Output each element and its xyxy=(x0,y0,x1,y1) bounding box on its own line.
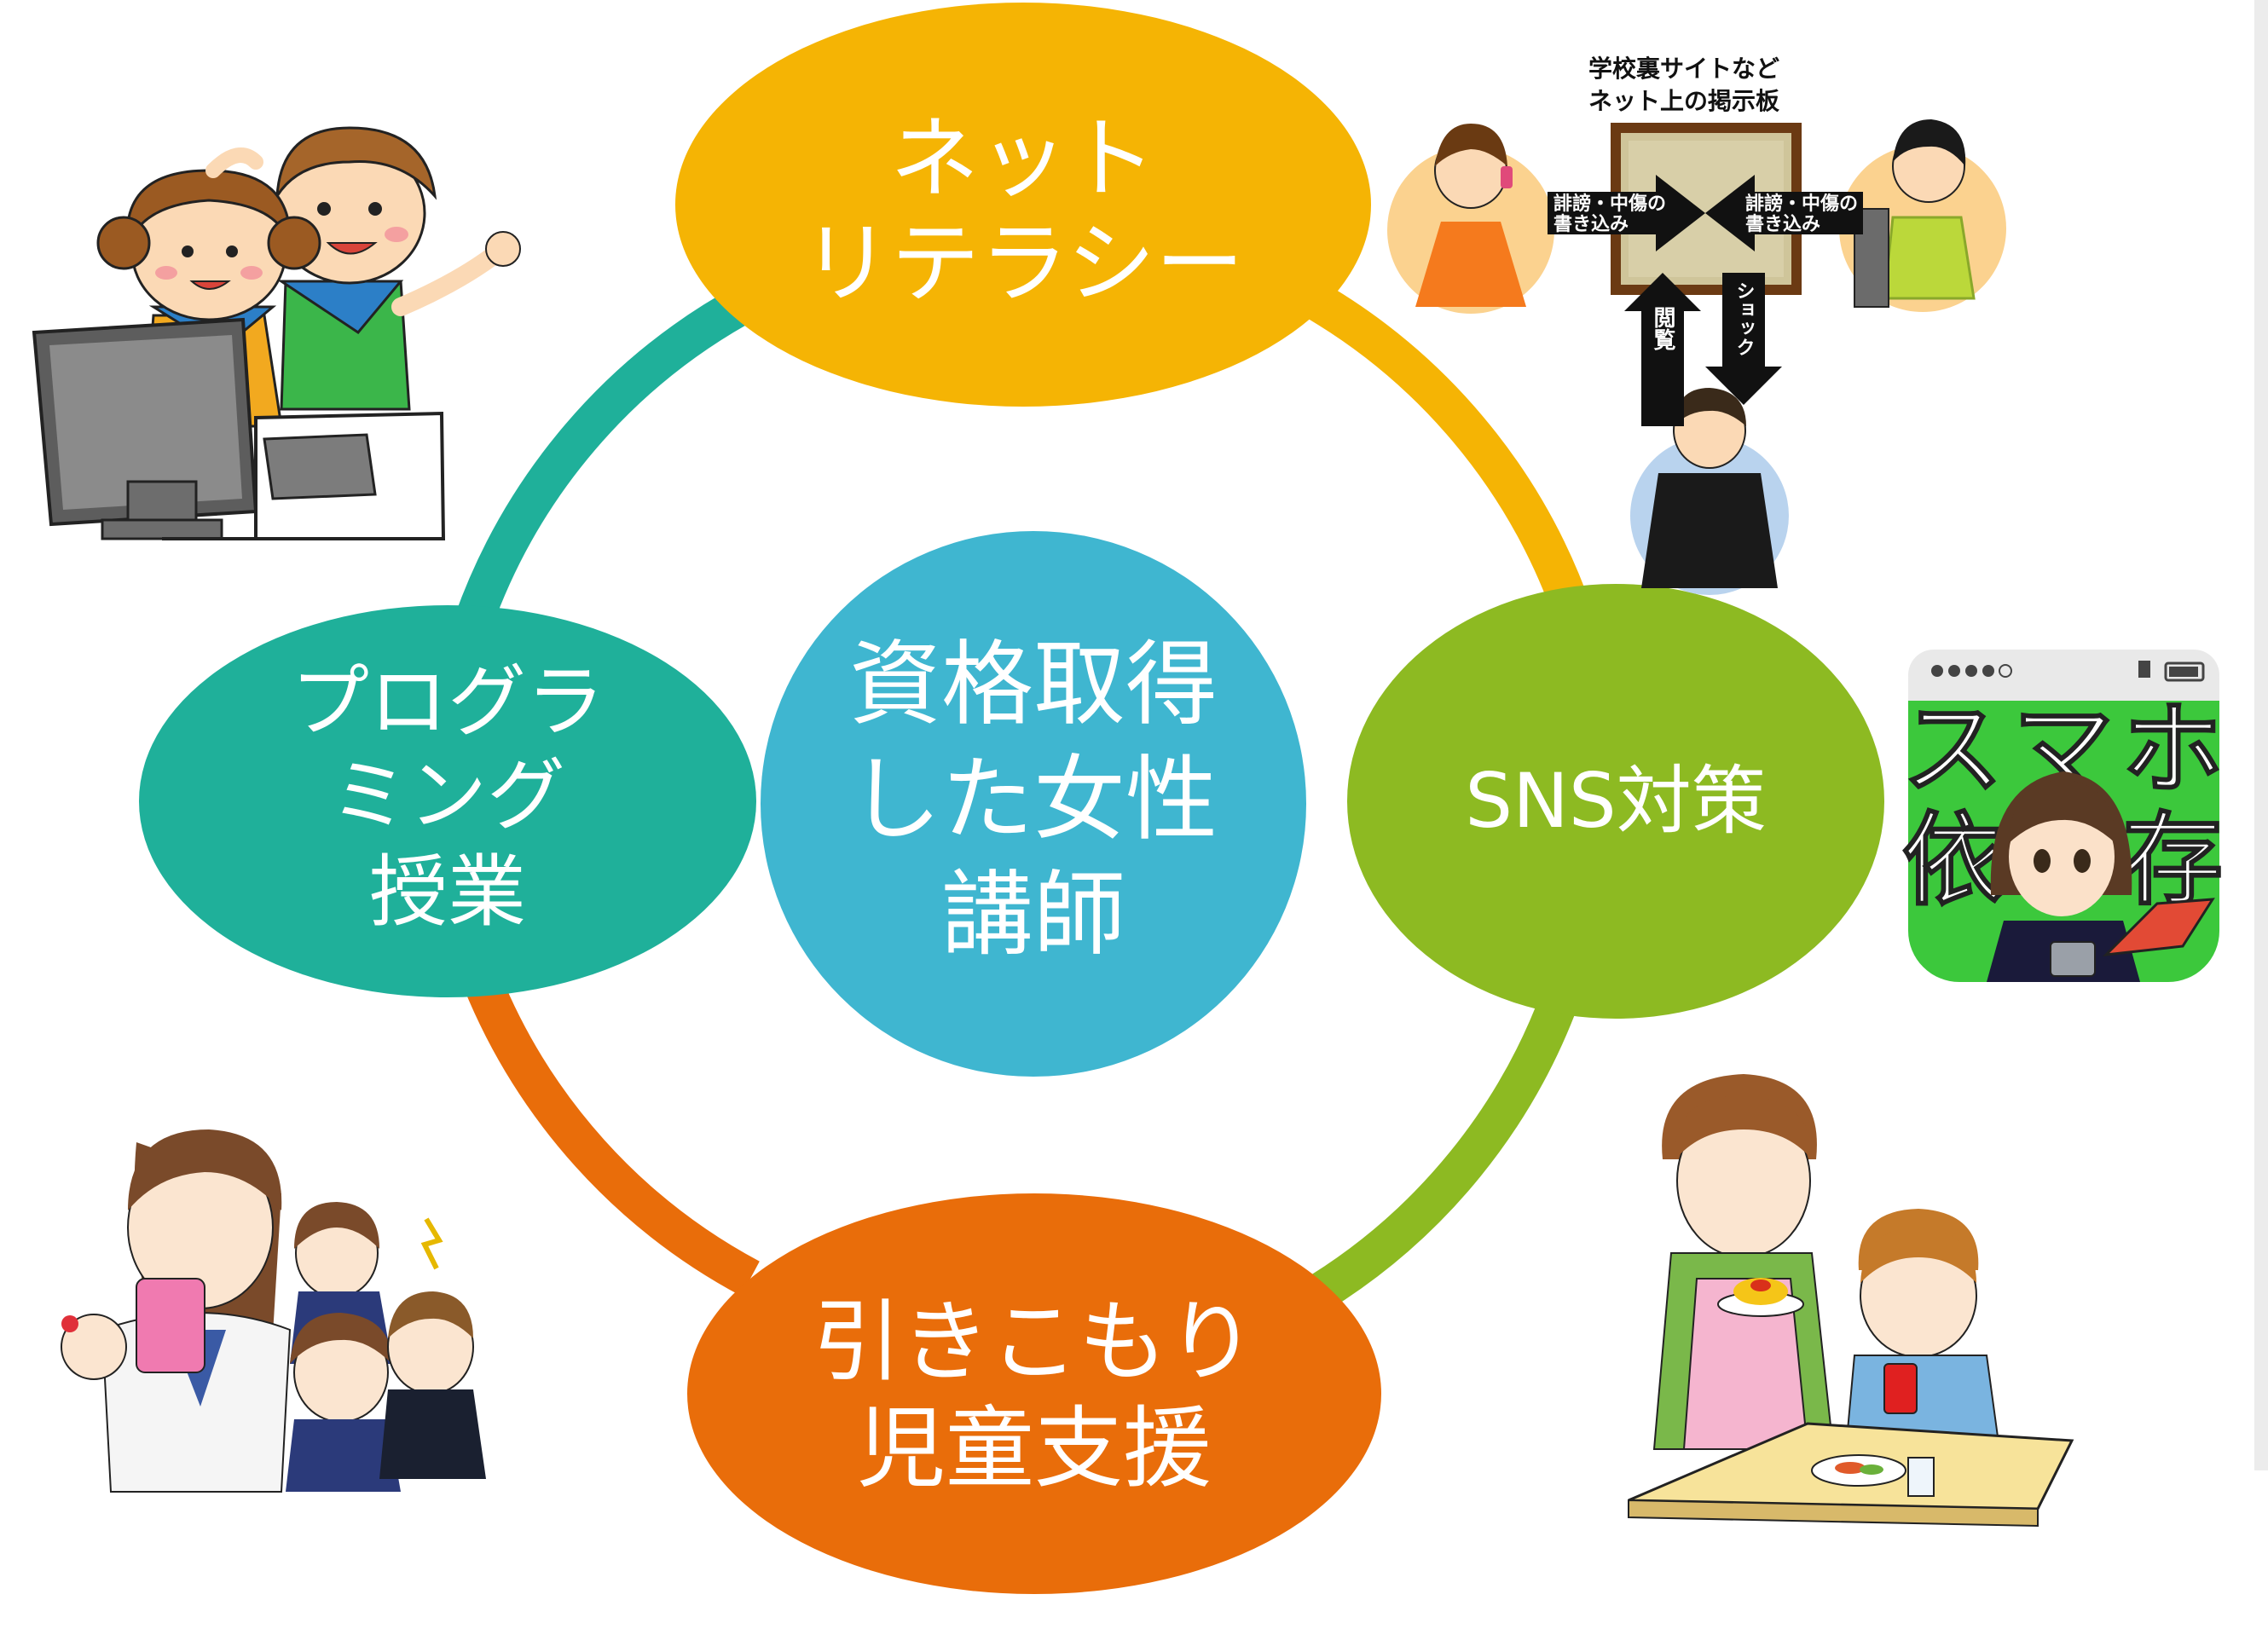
node-sns-ellipse xyxy=(1347,584,1884,1019)
girls-phones-illustration xyxy=(61,1129,486,1493)
node-net-literacy: ネット リテラシー xyxy=(675,3,1371,407)
node-sns-label: SNS対策 xyxy=(1465,757,1767,845)
ring-segment-programming-literacy xyxy=(454,285,756,629)
node-net-literacy-ellipse xyxy=(675,3,1371,407)
ring xyxy=(454,276,1592,1308)
ring-segment-sns-hikikomori xyxy=(1310,991,1579,1308)
center-circle xyxy=(761,531,1306,1077)
node-programming-line-3: 授業 xyxy=(369,846,526,938)
node-hikikomori-line-2: 児童支援 xyxy=(857,1396,1212,1500)
ring-segment-hikikomori-programming xyxy=(463,973,760,1297)
mother-child-table-illustration xyxy=(1628,1074,2074,1528)
center-label-line-3: 講師 xyxy=(941,862,1125,968)
phone-char-1: ス xyxy=(1902,690,2003,808)
phone-char-4: 依 xyxy=(1902,801,2003,919)
bulletin-board-illustration: 学校裏サイトなど ネット上の掲示板 誹謗・中傷の 書き込み 誹謗・中傷の 書き込… xyxy=(1387,55,2006,595)
bbs-up-arrow-label: 閲覧 xyxy=(1650,306,1675,350)
node-hikikomori-ellipse xyxy=(687,1193,1381,1594)
node-programming-line-1: プログラ xyxy=(291,656,605,748)
bbs-left-arrow-line-1: 誹謗・中傷の xyxy=(1553,193,1666,215)
bbs-right-arrow-line-1: 誹謗・中傷の xyxy=(1745,193,1858,215)
bbs-down-arrow-label: ショック xyxy=(1733,281,1755,356)
phone-char-3: ホ xyxy=(2122,690,2223,808)
center-label-line-1: 資格取得 xyxy=(849,632,1218,738)
ring-segment-literacy-sns xyxy=(1294,276,1592,621)
node-net-literacy-line-2: リテラシー xyxy=(802,211,1244,315)
node-sns: SNS対策 xyxy=(1347,584,1884,1019)
bbs-title-line-1: 学校裏サイトなど xyxy=(1588,55,1779,83)
node-hikikomori-line-1: 引きこもり xyxy=(813,1290,1256,1394)
node-hikikomori: 引きこもり 児童支援 xyxy=(687,1193,1381,1594)
node-net-literacy-line-1: ネット xyxy=(890,107,1156,211)
right-edge-strip xyxy=(2254,0,2268,1470)
node-programming-line-2: ミング xyxy=(330,750,565,841)
center-node: 資格取得 した女性 講師 xyxy=(761,531,1306,1077)
bbs-title-line-2: ネット上の掲示板 xyxy=(1588,87,1779,115)
kids-computer-illustration xyxy=(32,126,521,540)
node-programming-ellipse xyxy=(139,605,756,997)
bbs-left-arrow-line-2: 書き込み xyxy=(1553,213,1629,235)
bbs-right-arrow-line-2: 書き込み xyxy=(1745,213,1820,235)
smartphone-addiction-icon: ス マ ホ 依 存 xyxy=(1901,650,2224,982)
center-label-line-2: した女性 xyxy=(849,747,1218,853)
node-programming: プログラ ミング 授業 xyxy=(139,605,756,997)
